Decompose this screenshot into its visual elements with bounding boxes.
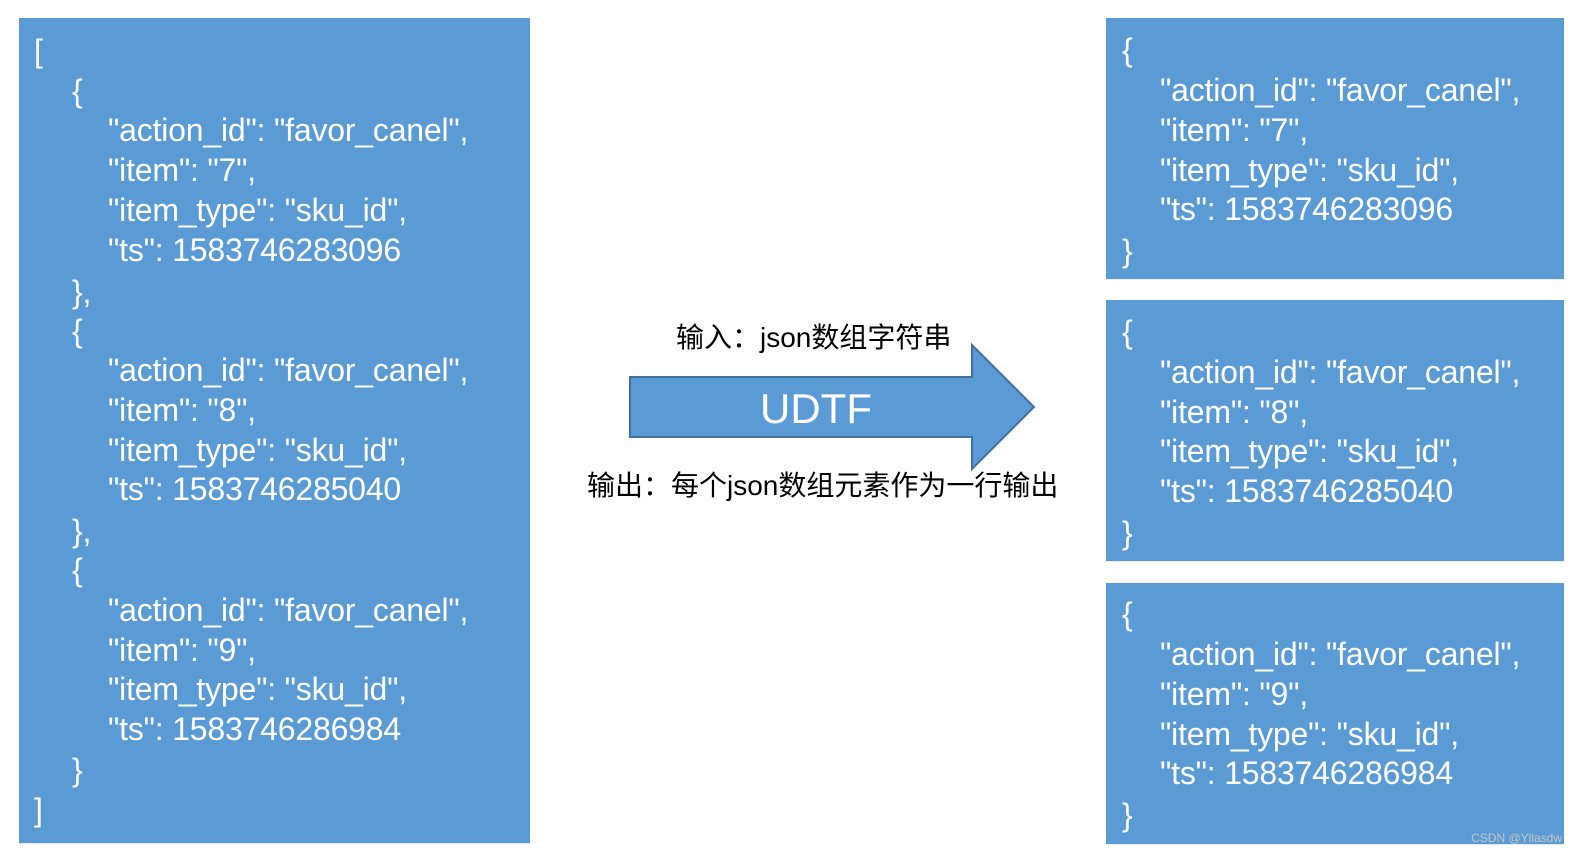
- output-row-2-action-id: "action_id": "favor_canel",: [1160, 354, 1521, 390]
- output-row-3-item-type: "item_type": "sku_id",: [1160, 716, 1459, 752]
- output-row-3-item: "item": "9",: [1160, 676, 1308, 712]
- object-2-close-brace: },: [72, 513, 92, 549]
- object-1-item: "item": "7",: [108, 152, 256, 188]
- object-1-open-brace: {: [72, 73, 83, 109]
- output-row-1-ts: "ts": 1583746283096: [1160, 191, 1453, 227]
- object-3-close-brace: }: [72, 752, 83, 788]
- array-close-bracket: ]: [34, 792, 43, 828]
- output-row-1-panel: [1106, 18, 1564, 279]
- object-1-close-brace: },: [72, 274, 92, 310]
- object-1-action-id: "action_id": "favor_canel",: [108, 112, 469, 148]
- output-row-2-item-type: "item_type": "sku_id",: [1160, 433, 1459, 469]
- output-row-1-open-brace: {: [1122, 32, 1133, 68]
- output-caption: 输出：每个json数组元素作为一行输出: [587, 470, 1059, 501]
- object-2-action-id: "action_id": "favor_canel",: [108, 352, 469, 388]
- object-3-item: "item": "9",: [108, 632, 256, 668]
- object-3-open-brace: {: [72, 552, 83, 588]
- output-row-2-close-brace: }: [1122, 515, 1133, 551]
- output-row-3-panel: [1106, 583, 1564, 844]
- output-row-2-panel: [1106, 300, 1564, 561]
- object-2-open-brace: {: [72, 313, 83, 349]
- array-open-bracket: [: [34, 33, 43, 69]
- output-row-3-ts: "ts": 1583746286984: [1160, 755, 1453, 791]
- udtf-arrow-shape: [629, 342, 1036, 472]
- object-3-item-type: "item_type": "sku_id",: [108, 671, 407, 707]
- output-row-3-close-brace: }: [1122, 797, 1133, 833]
- output-row-2-item: "item": "8",: [1160, 394, 1308, 430]
- output-row-1-close-brace: }: [1122, 233, 1133, 269]
- output-row-3-open-brace: {: [1122, 596, 1133, 632]
- output-row-1-item: "item": "7",: [1160, 112, 1308, 148]
- input-json-array-panel: [19, 18, 530, 843]
- udtf-label: UDTF: [760, 385, 872, 432]
- input-caption: 输入：json数组字符串: [676, 322, 952, 353]
- udtf-arrow-icon: [629, 342, 1036, 472]
- object-1-item-type: "item_type": "sku_id",: [108, 192, 407, 228]
- output-row-1-item-type: "item_type": "sku_id",: [1160, 152, 1459, 188]
- output-row-1-action-id: "action_id": "favor_canel",: [1160, 72, 1521, 108]
- object-1-ts: "ts": 1583746283096: [108, 232, 401, 268]
- output-row-2-open-brace: {: [1122, 314, 1133, 350]
- output-row-3-action-id: "action_id": "favor_canel",: [1160, 636, 1521, 672]
- object-3-ts: "ts": 1583746286984: [108, 711, 401, 747]
- object-3-action-id: "action_id": "favor_canel",: [108, 592, 469, 628]
- object-2-item-type: "item_type": "sku_id",: [108, 432, 407, 468]
- watermark: CSDN @Yllasdw: [1471, 831, 1562, 845]
- object-2-ts: "ts": 1583746285040: [108, 471, 401, 507]
- object-2-item: "item": "8",: [108, 392, 256, 428]
- output-row-2-ts: "ts": 1583746285040: [1160, 473, 1453, 509]
